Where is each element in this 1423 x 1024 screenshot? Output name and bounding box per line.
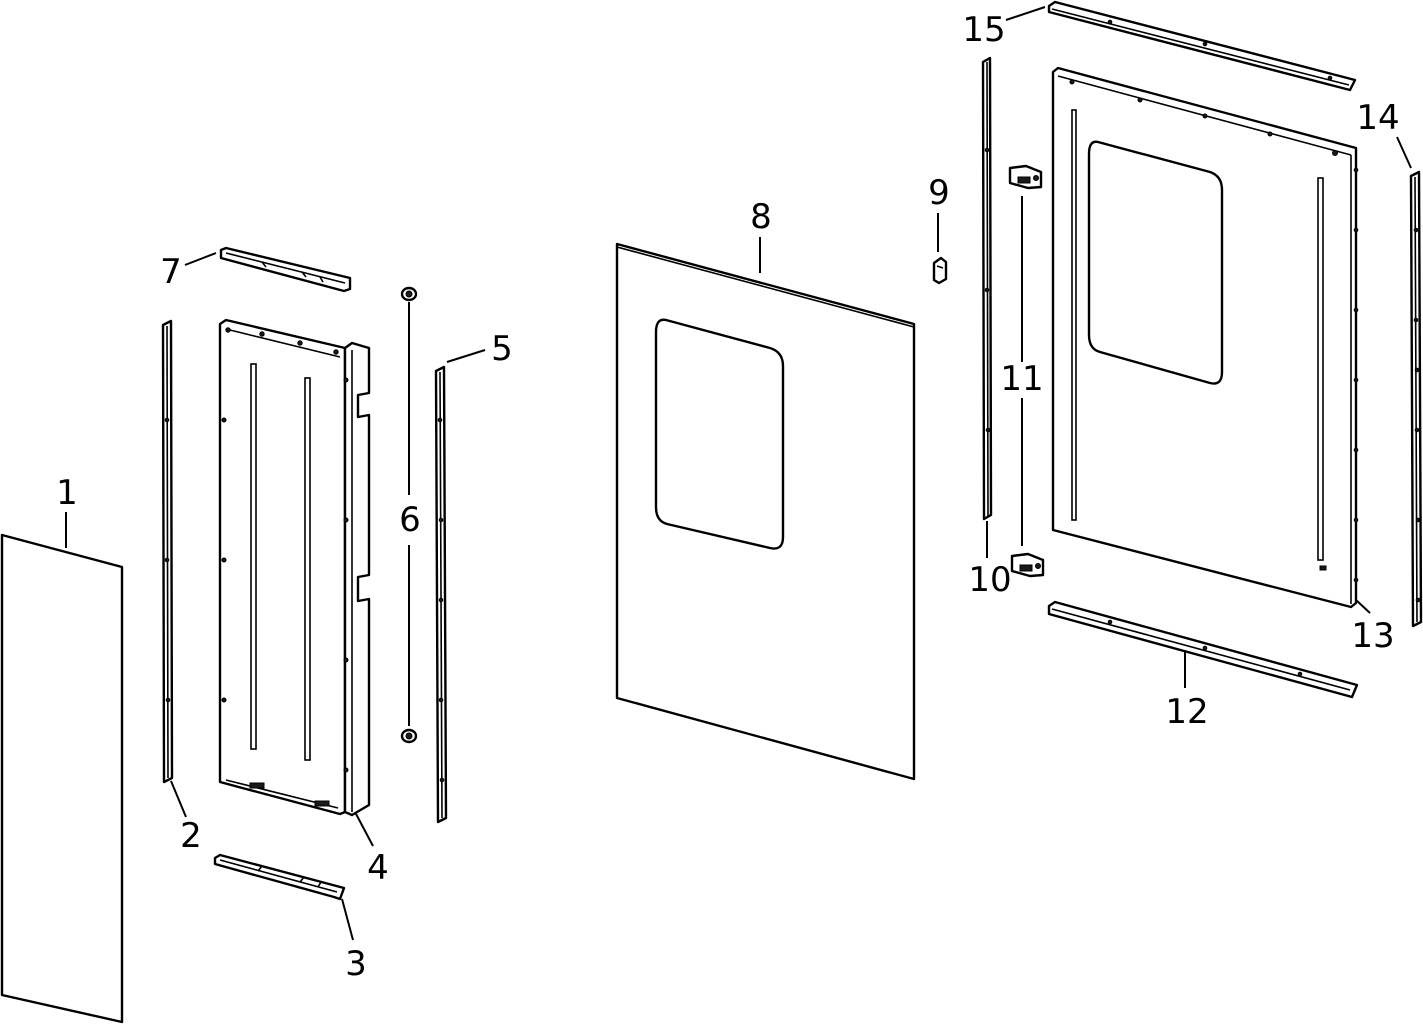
callout-2: 2 bbox=[180, 816, 202, 856]
part-10-vertical-strip bbox=[981, 56, 993, 521]
part-7-top-bracket bbox=[219, 246, 352, 293]
part-15-top-rail bbox=[1047, 0, 1357, 92]
part-11-hinge-pair bbox=[1008, 164, 1045, 578]
part-12-bottom-rail bbox=[1047, 600, 1359, 699]
part-9-clip bbox=[932, 256, 948, 285]
callout-15: 15 bbox=[962, 10, 1005, 50]
callout-4: 4 bbox=[367, 848, 389, 888]
part-2-vertical-strip bbox=[161, 319, 174, 784]
part-4-inner-channel-panel bbox=[218, 318, 371, 817]
leader-7 bbox=[184, 252, 217, 266]
part-1-side-panel bbox=[0, 533, 124, 1024]
part-14-side-strip bbox=[1409, 170, 1423, 628]
part-8-glass-panel bbox=[615, 242, 916, 781]
part-5-vertical-strip bbox=[434, 365, 448, 824]
callout-7: 7 bbox=[160, 252, 182, 292]
callout-12: 12 bbox=[1165, 692, 1208, 732]
leader-13 bbox=[1355, 599, 1371, 614]
callout-6: 6 bbox=[399, 500, 421, 540]
callout-5: 5 bbox=[491, 329, 513, 369]
callout-11: 11 bbox=[1000, 359, 1043, 399]
leader-4 bbox=[354, 811, 374, 847]
leader-15 bbox=[1005, 6, 1046, 21]
part-3-bottom-bracket bbox=[213, 853, 346, 901]
callout-1: 1 bbox=[56, 473, 78, 513]
callout-8: 8 bbox=[750, 197, 772, 237]
leader-3 bbox=[341, 898, 354, 941]
part-13-inner-door-frame bbox=[1051, 66, 1359, 609]
leader-lines bbox=[65, 6, 1412, 941]
leader-14 bbox=[1396, 136, 1412, 169]
part-6-screw-pair bbox=[400, 286, 418, 744]
callout-10: 10 bbox=[968, 560, 1011, 600]
callout-labels: 1 2 3 4 5 6 7 8 9 10 11 12 13 14 15 bbox=[56, 10, 1399, 984]
callout-14: 14 bbox=[1356, 98, 1399, 138]
callout-9: 9 bbox=[928, 173, 950, 213]
leader-5 bbox=[446, 349, 486, 363]
callout-3: 3 bbox=[345, 944, 367, 984]
callout-13: 13 bbox=[1351, 616, 1394, 656]
leader-2 bbox=[170, 780, 187, 818]
